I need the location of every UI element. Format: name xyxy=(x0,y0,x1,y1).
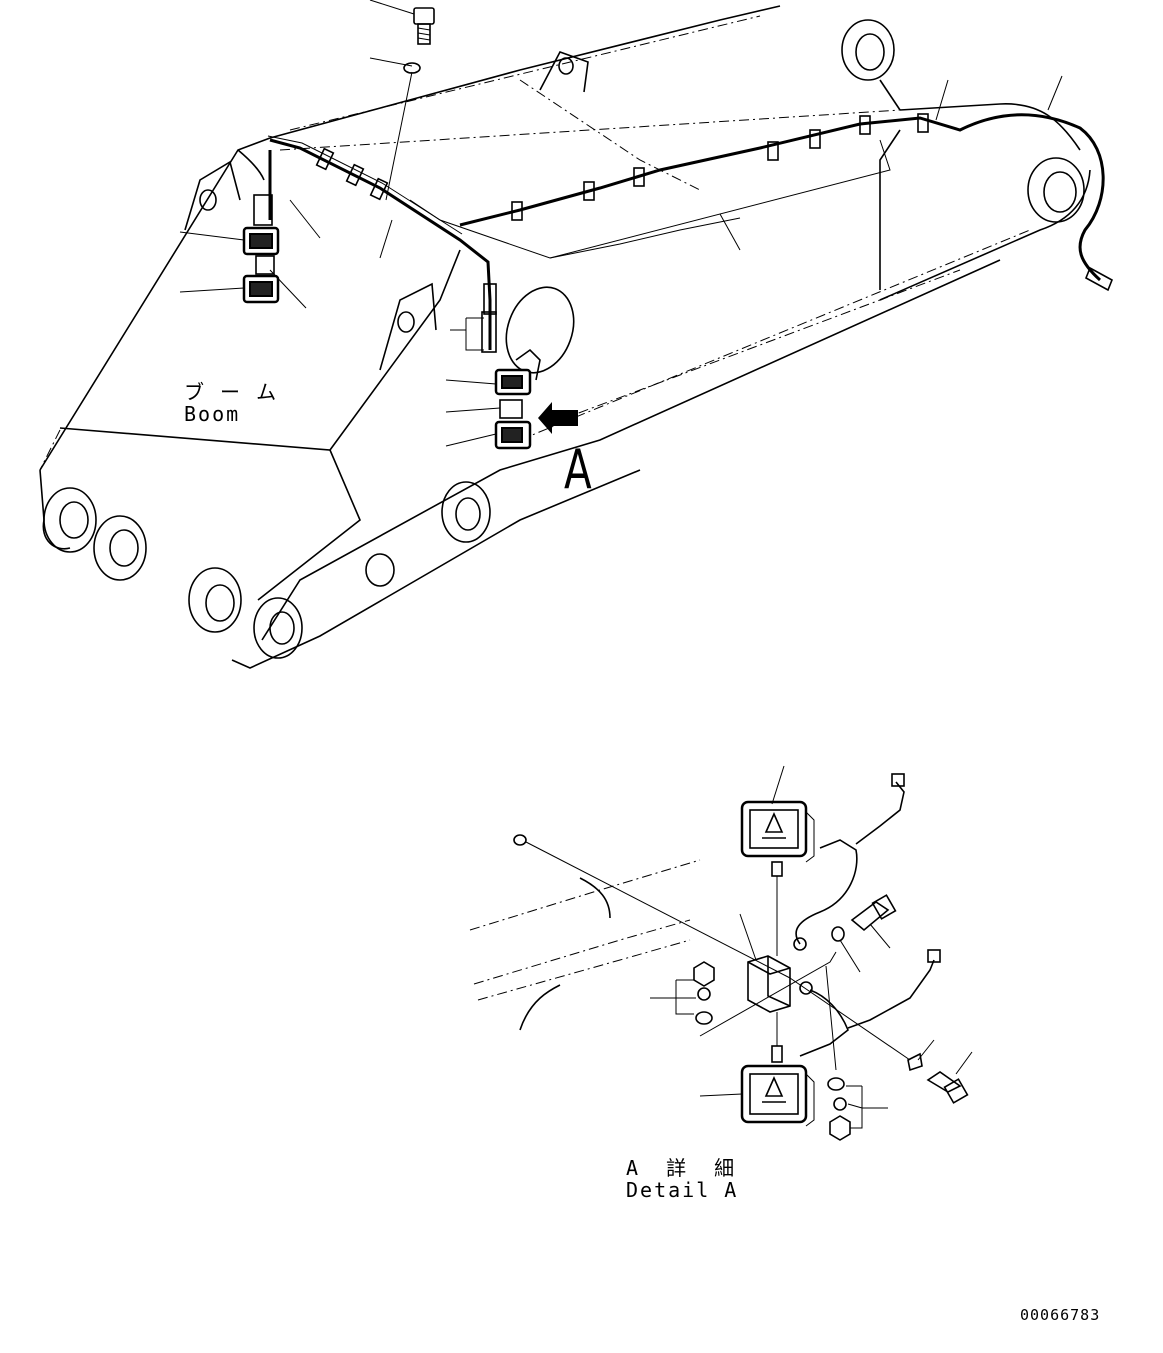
upper-work-lamp xyxy=(740,800,815,877)
lamp-bracket xyxy=(747,876,791,1046)
boom-left-lamps xyxy=(242,194,280,304)
detail-bolt-icon xyxy=(831,894,897,942)
view-a-arrow xyxy=(538,402,578,434)
boom-label-en: Boom xyxy=(184,402,241,426)
view-a-lamps xyxy=(481,283,541,450)
hose-end-fitting xyxy=(1084,266,1114,292)
wiring-harness xyxy=(267,113,1114,350)
boom-label-jp: ブ ー ム xyxy=(184,380,279,404)
left-nut-stack xyxy=(693,961,715,1025)
detail-a-assembly xyxy=(469,765,973,1141)
bolt-icon xyxy=(413,7,435,45)
detail-bolt-lower-icon xyxy=(907,1052,969,1104)
detail-a-label-jp: A 詳 細 xyxy=(626,1156,743,1180)
boom-assembly xyxy=(39,5,1091,669)
hose-clamps xyxy=(315,113,929,221)
detail-a-label-en: Detail A xyxy=(626,1178,739,1202)
leader-lines-upper xyxy=(179,0,1063,447)
lower-work-lamp xyxy=(740,1045,815,1127)
view-a-marker: A xyxy=(564,438,592,501)
right-nut-stack xyxy=(827,1077,851,1141)
drawing-number: 00066783 xyxy=(1020,1306,1101,1324)
spacer-icon xyxy=(513,834,527,846)
